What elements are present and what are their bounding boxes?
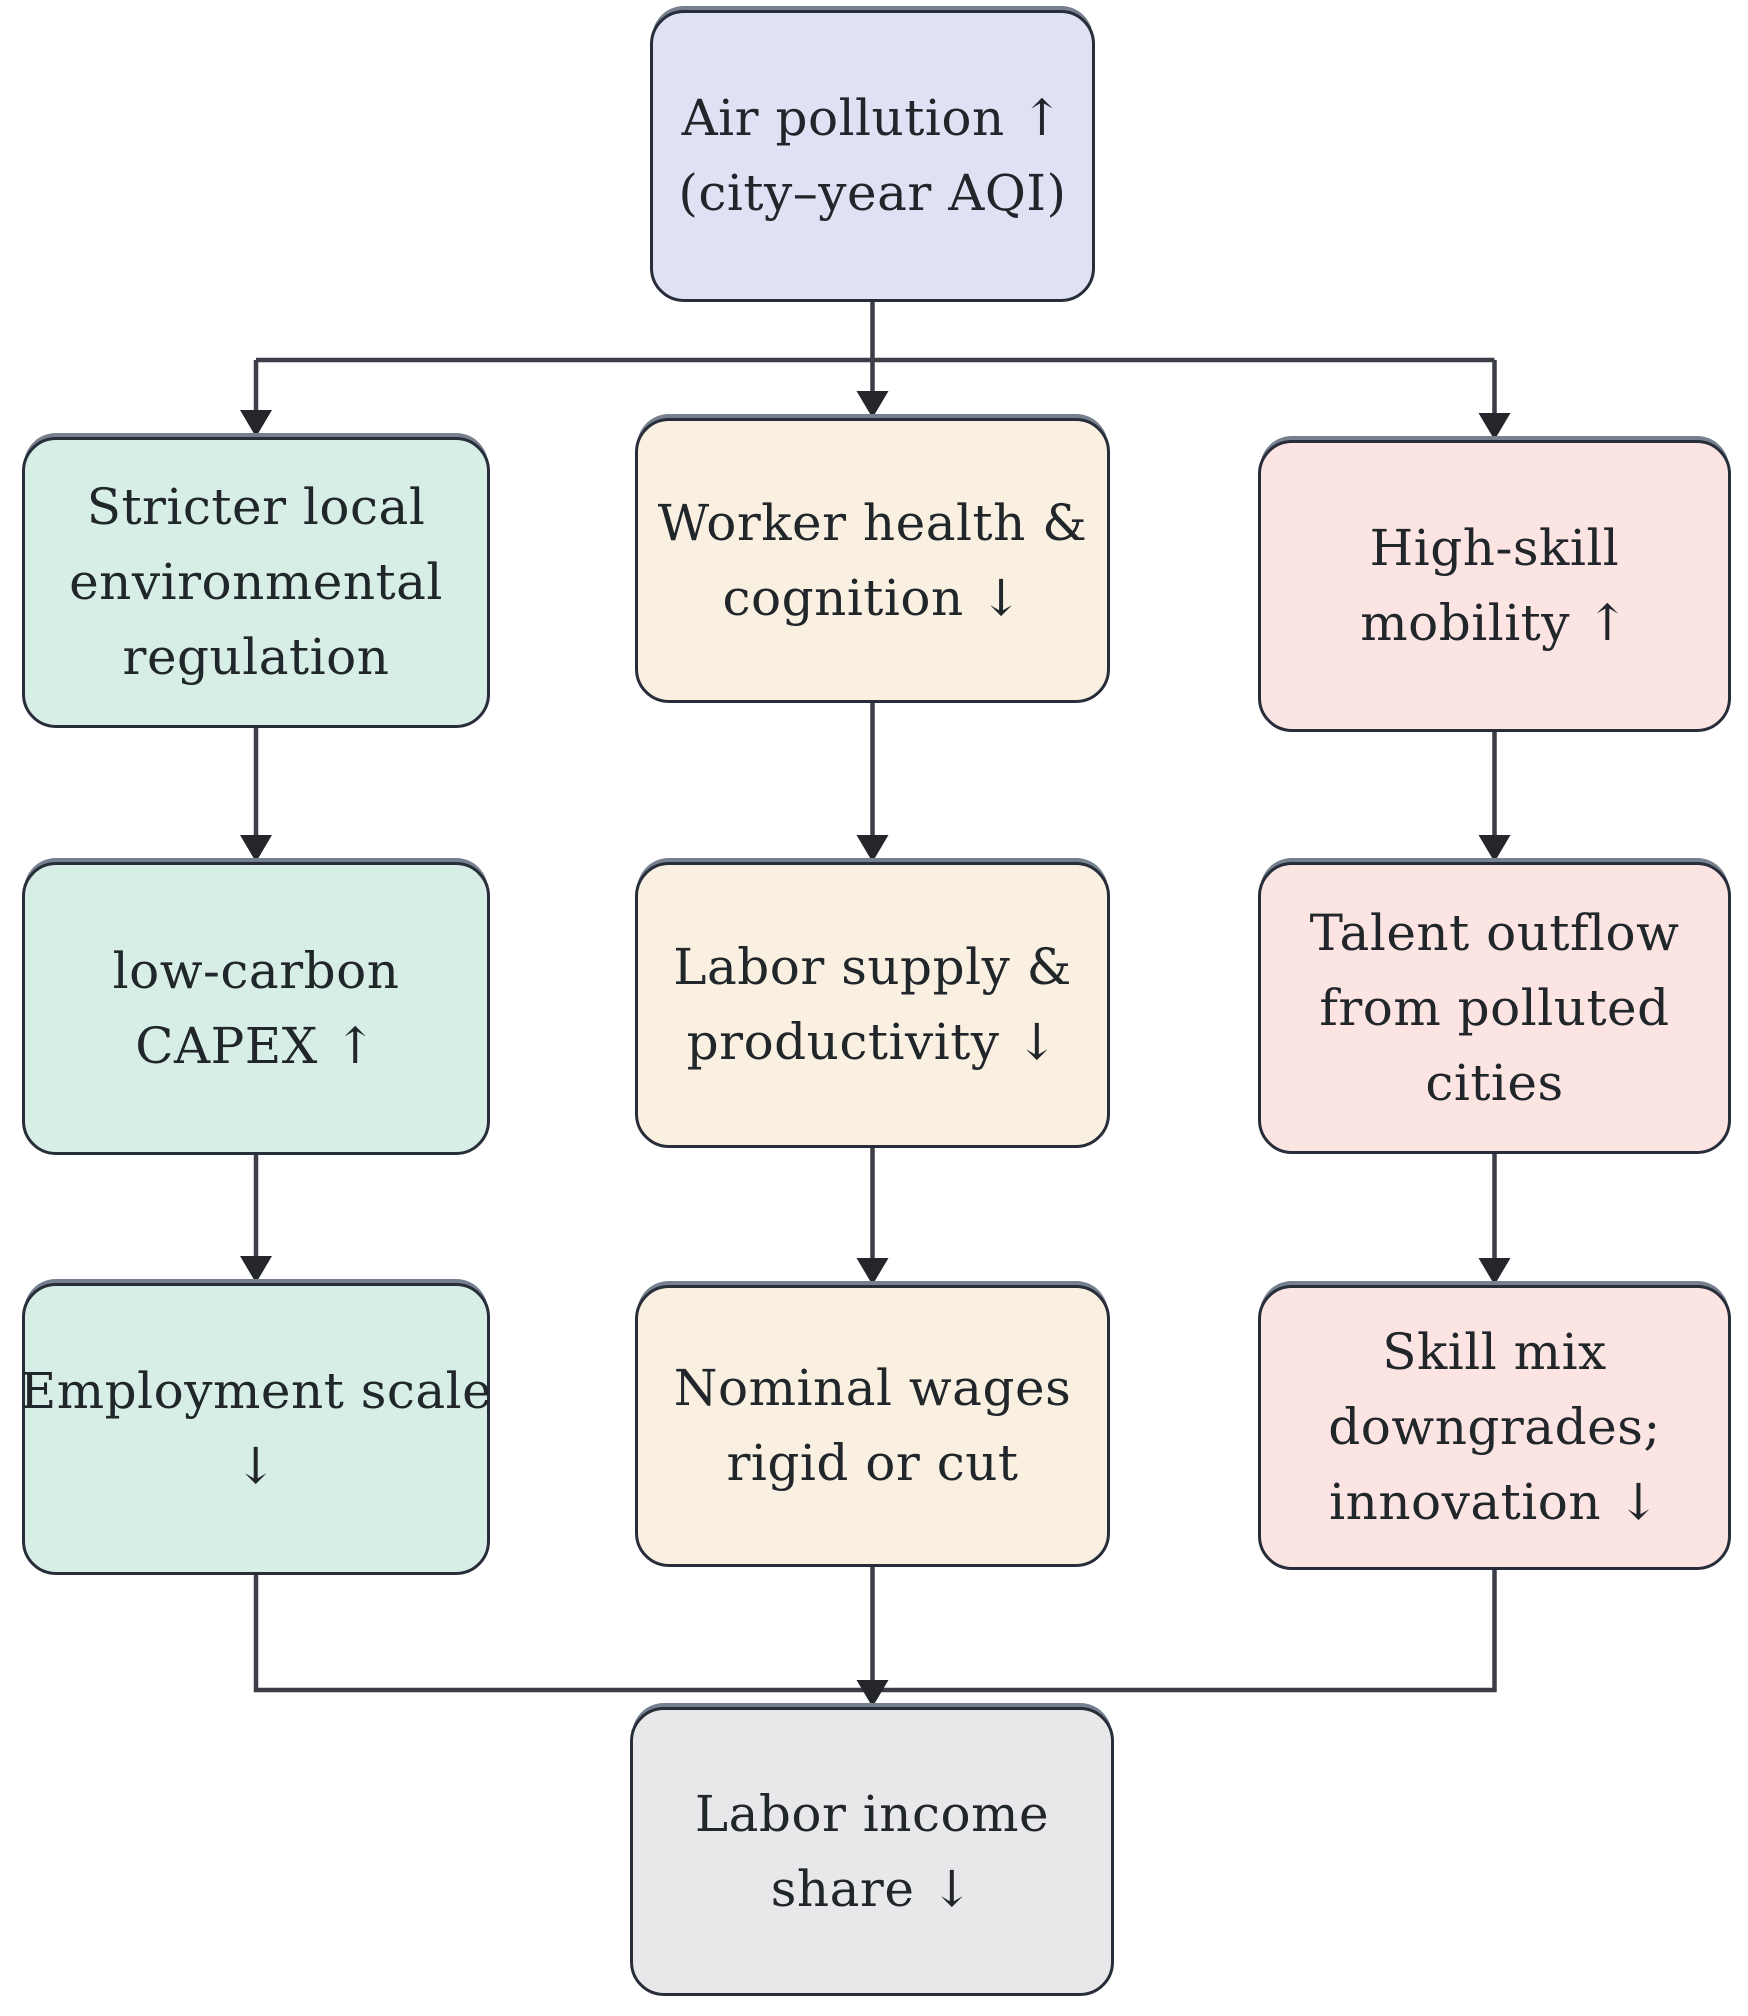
arrowhead-to-capex xyxy=(240,835,272,862)
arrowhead-to-mobility xyxy=(1478,413,1511,440)
node-label-line: regulation xyxy=(122,628,390,686)
node-nominal-wages: Nominal wages rigid or cut xyxy=(635,1285,1110,1567)
node-label-line: share ↓ xyxy=(770,1859,974,1918)
node-label-line: High-skill xyxy=(1369,519,1620,577)
node-label-line: low-carbon xyxy=(112,941,400,1000)
arrowhead-to-regulation xyxy=(240,410,272,437)
node-label-line: Talent outflow xyxy=(1309,903,1680,962)
node-label-line: Stricter local xyxy=(86,478,426,536)
arrowhead-to-employment xyxy=(240,1256,272,1283)
node-labor-income-share: Labor income share ↓ xyxy=(630,1707,1114,1996)
node-label-line: from polluted xyxy=(1319,978,1670,1037)
node-label-line: ↓ xyxy=(234,1437,278,1495)
node-employment-scale: Employment scale ↓ xyxy=(19,1283,493,1575)
node-label-line: Worker health & xyxy=(657,493,1088,552)
node-label-line: mobility ↑ xyxy=(1360,594,1629,652)
arrowhead-to-outflow xyxy=(1478,835,1511,862)
node-label-line: productivity ↓ xyxy=(686,1013,1059,1071)
node-label-line: Nominal wages xyxy=(673,1359,1072,1417)
node-label-line: Air pollution ↑ xyxy=(681,89,1064,147)
node-label-line: Labor supply & xyxy=(673,938,1072,996)
arrowhead-to-worker-health xyxy=(856,391,889,418)
arrowhead-to-laborincome xyxy=(856,1680,889,1707)
node-label-line: innovation ↓ xyxy=(1329,1473,1660,1531)
arrowhead-to-laborsupply xyxy=(856,835,889,862)
node-label-line: (city–year AQI) xyxy=(678,164,1067,222)
node-skill-mix: Skill mix downgrades; innovation ↓ xyxy=(1258,1285,1731,1570)
node-air-pollution: Air pollution ↑ (city–year AQI) xyxy=(650,10,1095,302)
node-label-line: environmental xyxy=(69,553,443,611)
node-talent-outflow: Talent outflow from polluted cities xyxy=(1258,862,1731,1154)
node-label-line: CAPEX ↑ xyxy=(135,1016,377,1075)
node-label-line: downgrades; xyxy=(1328,1398,1661,1456)
edge-converge-horizontal xyxy=(253,1570,1497,1693)
node-label-line: Labor income xyxy=(694,1784,1050,1843)
node-label-line: Skill mix xyxy=(1382,1323,1607,1381)
node-label-line: rigid or cut xyxy=(726,1434,1019,1492)
node-worker-health: Worker health & cognition ↓ xyxy=(635,418,1110,703)
node-label-line: cities xyxy=(1425,1053,1564,1112)
node-low-carbon-capex: low-carbon CAPEX ↑ xyxy=(22,862,490,1155)
arrowhead-to-skillmix xyxy=(1478,1258,1511,1285)
node-label-line: cognition ↓ xyxy=(722,568,1023,627)
node-labor-supply: Labor supply & productivity ↓ xyxy=(635,862,1110,1148)
arrowhead-to-wages xyxy=(856,1258,889,1285)
node-stricter-regulation: Stricter local environmental regulation xyxy=(22,437,490,728)
node-high-skill-mobility: High-skill mobility ↑ xyxy=(1258,440,1731,732)
node-label-line: Employment scale xyxy=(19,1362,493,1420)
